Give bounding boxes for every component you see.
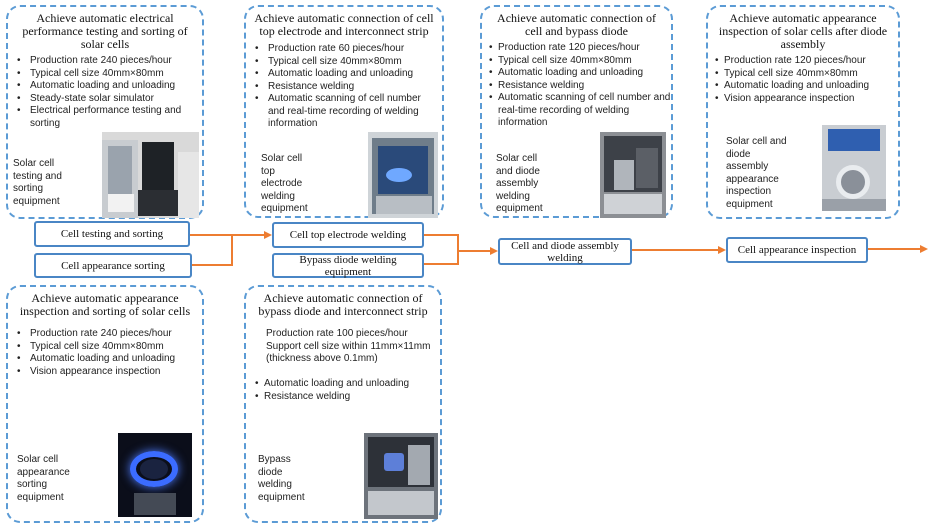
- spec-list: Production rate 120 pieces/hour Typical …: [712, 55, 898, 105]
- spec-item: Typical cell size 40mm×80mm: [14, 68, 202, 81]
- spec-item: Electrical performance testing and sorti…: [14, 105, 202, 130]
- card-after-diode-inspection: Achieve automatic appearance inspection …: [706, 5, 900, 219]
- process-label: Cell appearance sorting: [61, 259, 165, 272]
- after-diode-inspection-photo: [822, 125, 886, 211]
- arrow-top-to-assembly: [424, 234, 492, 252]
- appearance-sorting-photo: [118, 433, 192, 517]
- spec-item: Production rate 120 pieces/hour: [486, 42, 672, 55]
- spec-item: Automatic loading and unloading: [712, 80, 898, 93]
- spec-item: Typical cell size 40mm×80mm: [252, 56, 440, 69]
- card-title: Achieve automatic connection of cell top…: [254, 11, 434, 38]
- card-title: Achieve automatic appearance inspection …: [718, 11, 888, 51]
- spec-item: Typical cell size 40mm×80mm: [712, 68, 898, 81]
- testing-equipment-photo: [102, 132, 199, 218]
- process-cell-appearance: Cell appearance sorting: [34, 253, 192, 278]
- card-appearance-sorting: Achieve automatic appearance inspection …: [6, 285, 204, 523]
- card-cell-diode-connection: Achieve automatic connection of cell and…: [480, 5, 673, 218]
- spec-list: Production rate 60 pieces/hour Typical c…: [252, 43, 440, 131]
- equipment-label: Solar cell appearance sorting equipment: [17, 454, 70, 503]
- spec-item: Typical cell size 40mm×80mm: [14, 341, 202, 354]
- equipment-label: Solar cell and diode assembly welding eq…: [496, 153, 543, 214]
- process-label: Cell and diode assembly welding: [511, 239, 619, 264]
- spec-item: Production rate 240 pieces/hour: [14, 55, 202, 68]
- card-bypass-interconnect: Achieve automatic connection of bypass d…: [244, 285, 442, 523]
- card-title: Achieve automatic connection of cell and…: [497, 11, 656, 38]
- spec-item: Automatic loading and unloading: [14, 353, 202, 366]
- spec-item: Automatic loading and unloading: [486, 67, 672, 80]
- card-testing-sorting: Achieve automatic electrical performance…: [6, 5, 204, 219]
- assembly-welding-equipment-photo: [600, 132, 666, 218]
- card-title: Achieve automatic electrical performance…: [22, 11, 188, 51]
- spec-item: Automatic loading and unloading: [14, 80, 202, 93]
- process-cell-testing: Cell testing and sorting: [34, 221, 190, 247]
- spec-item: Automatic scanning of cell number and re…: [252, 93, 440, 131]
- spec-item: Production rate 100 pieces/hour: [266, 328, 408, 339]
- spec-item: Resistance welding: [486, 80, 672, 93]
- equipment-label: Solar cell testing and sorting equipment: [13, 158, 62, 207]
- spec-item: Production rate 60 pieces/hour: [252, 43, 440, 56]
- process-label: Bypass diode welding equipment: [299, 253, 397, 278]
- bypass-diode-welding-photo: [364, 433, 438, 519]
- process-bypass-diode: Bypass diode welding equipment: [272, 253, 424, 278]
- spec-item: Vision appearance inspection: [712, 93, 898, 106]
- spec-list: Automatic loading and unloading Resistan…: [252, 378, 438, 403]
- process-appearance-inspection: Cell appearance inspection: [726, 237, 868, 263]
- spec-item: Vision appearance inspection: [14, 366, 202, 379]
- spec-item: Automatic scanning of cell number and re…: [486, 92, 672, 130]
- spec-list: Production rate 100 pieces/hour Support …: [266, 328, 438, 366]
- equipment-label: Bypass diode welding equipment: [258, 454, 305, 503]
- spec-item: Steady-state solar simulator: [14, 93, 202, 106]
- spec-list: Production rate 240 pieces/hour Typical …: [14, 55, 202, 130]
- process-top-electrode: Cell top electrode welding: [272, 222, 424, 248]
- card-title: Achieve automatic connection of bypass d…: [258, 291, 428, 318]
- arrow-appearance-merge: [192, 235, 233, 266]
- spec-item: Automatic loading and unloading: [252, 378, 438, 391]
- process-assembly-welding: Cell and diode assembly welding: [498, 238, 632, 265]
- spec-item: Production rate 240 pieces/hour: [14, 328, 202, 341]
- process-label: Cell testing and sorting: [60, 228, 164, 240]
- process-label: Cell top electrode welding: [289, 229, 407, 241]
- card-top-electrode: Achieve automatic connection of cell top…: [244, 5, 444, 218]
- spec-item: Automatic loading and unloading: [252, 68, 440, 81]
- arrow-bypass-merge: [424, 251, 459, 265]
- spec-item: Typical cell size 40mm×80mm: [486, 55, 672, 68]
- equipment-label: Solar cell top electrode welding equipme…: [261, 153, 308, 214]
- top-electrode-equipment-photo: [368, 132, 438, 218]
- spec-item: Support cell size within 11mm×11mm (thic…: [266, 340, 431, 365]
- process-label: Cell appearance inspection: [737, 244, 857, 256]
- spec-item: Resistance welding: [252, 391, 438, 404]
- spec-item: Resistance welding: [252, 81, 440, 94]
- spec-list: Production rate 240 pieces/hour Typical …: [14, 328, 202, 378]
- spec-list: Production rate 120 pieces/hour Typical …: [486, 42, 672, 130]
- equipment-label: Solar cell and diode assembly appearance…: [726, 136, 787, 210]
- spec-item: Production rate 120 pieces/hour: [712, 55, 898, 68]
- card-title: Achieve automatic appearance inspection …: [19, 291, 191, 318]
